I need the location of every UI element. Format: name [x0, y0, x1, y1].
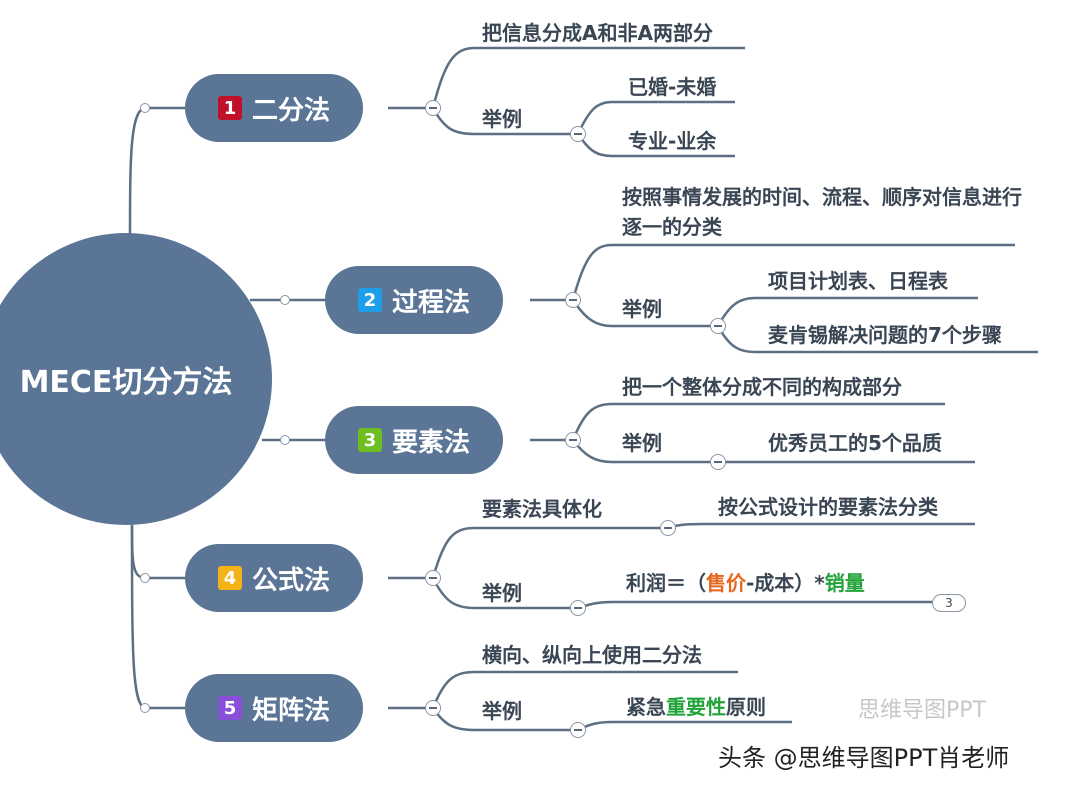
example-part-3: 原则 — [726, 695, 766, 719]
branch-5-node[interactable]: 5 矩阵法 — [185, 674, 363, 742]
branch-2-description: 按照事情发展的时间、流程、顺序对信息进行逐一的分类 — [622, 185, 1022, 239]
formula-part-1: 利润＝（ — [626, 571, 706, 595]
number-4-badge-icon: 4 — [217, 566, 242, 590]
branch-1-example-2: 专业-业余 — [628, 129, 717, 153]
branch-5-example: 紧急重要性原则 — [626, 694, 766, 720]
branch-3-example-1: 优秀员工的5个品质 — [768, 431, 942, 455]
collapse-toggle-icon[interactable] — [570, 600, 586, 616]
collapse-toggle-icon[interactable] — [425, 100, 441, 116]
collapsed-count-badge[interactable]: 3 — [932, 594, 966, 612]
number-3-badge-icon: 3 — [357, 428, 382, 452]
root-node[interactable]: MECE切分方法 — [0, 233, 272, 525]
collapse-toggle-icon[interactable] — [425, 700, 441, 716]
formula-highlight-price: 售价 — [706, 571, 746, 595]
collapse-toggle-icon[interactable] — [710, 454, 726, 470]
branch-4-node[interactable]: 4 公式法 — [185, 544, 363, 612]
branch-2-node[interactable]: 2 过程法 — [325, 266, 503, 334]
collapse-toggle-icon[interactable] — [660, 520, 676, 536]
branch-4-description-detail: 按公式设计的要素法分类 — [718, 495, 938, 519]
branch-5-description: 横向、纵向上使用二分法 — [482, 643, 702, 667]
root-label: MECE切分方法 — [19, 365, 233, 400]
collapse-toggle-icon[interactable] — [565, 292, 581, 308]
branch-2-example-1: 项目计划表、日程表 — [768, 269, 948, 293]
number-5-badge-icon: 5 — [217, 696, 242, 720]
branch-1-node[interactable]: 1 二分法 — [185, 74, 363, 142]
branch-1-description: 把信息分成A和非A两部分 — [482, 21, 713, 45]
collapse-toggle-icon[interactable] — [570, 126, 586, 142]
example-part-1: 紧急 — [626, 695, 666, 719]
branch-2-example-label: 举例 — [622, 297, 662, 321]
connector-dot-icon — [280, 295, 290, 305]
collapse-toggle-icon[interactable] — [425, 570, 441, 586]
branch-1-example-1: 已婚-未婚 — [628, 75, 717, 99]
branch-3-example-label: 举例 — [622, 431, 662, 455]
branch-5-label: 矩阵法 — [251, 695, 330, 726]
branch-4-formula: 利润＝（售价-成本）*销量 — [626, 570, 865, 596]
connector-dot-icon — [140, 703, 150, 713]
number-1-badge-icon: 1 — [217, 96, 242, 120]
branch-2-label: 过程法 — [391, 287, 470, 318]
number-2-badge-icon: 2 — [357, 288, 382, 312]
collapse-toggle-icon[interactable] — [565, 432, 581, 448]
watermark-bottom: 头条 @思维导图PPT肖老师 — [718, 744, 1010, 772]
connector-dot-icon — [280, 435, 290, 445]
branch-2-example-2: 麦肯锡解决问题的7个步骤 — [768, 323, 1002, 347]
branch-4-description: 要素法具体化 — [482, 497, 602, 521]
branch-3-node[interactable]: 3 要素法 — [325, 406, 503, 474]
branch-5-example-label: 举例 — [482, 699, 522, 723]
formula-part-3: -成本）* — [746, 571, 825, 595]
watermark-top: 思维导图PPT — [858, 698, 986, 723]
collapse-toggle-icon[interactable] — [710, 318, 726, 334]
branch-3-label: 要素法 — [391, 427, 470, 458]
connector-dot-icon — [140, 573, 150, 583]
branch-1-example-label: 举例 — [482, 107, 522, 131]
branch-3-description: 把一个整体分成不同的构成部分 — [622, 375, 902, 399]
branch-4-label: 公式法 — [251, 565, 330, 596]
branch-1-label: 二分法 — [251, 95, 330, 126]
branch-4-example-label: 举例 — [482, 581, 522, 605]
example-highlight: 重要性 — [666, 695, 726, 719]
connector-dot-icon — [140, 103, 150, 113]
collapse-toggle-icon[interactable] — [570, 722, 586, 738]
formula-highlight-volume: 销量 — [824, 571, 865, 595]
